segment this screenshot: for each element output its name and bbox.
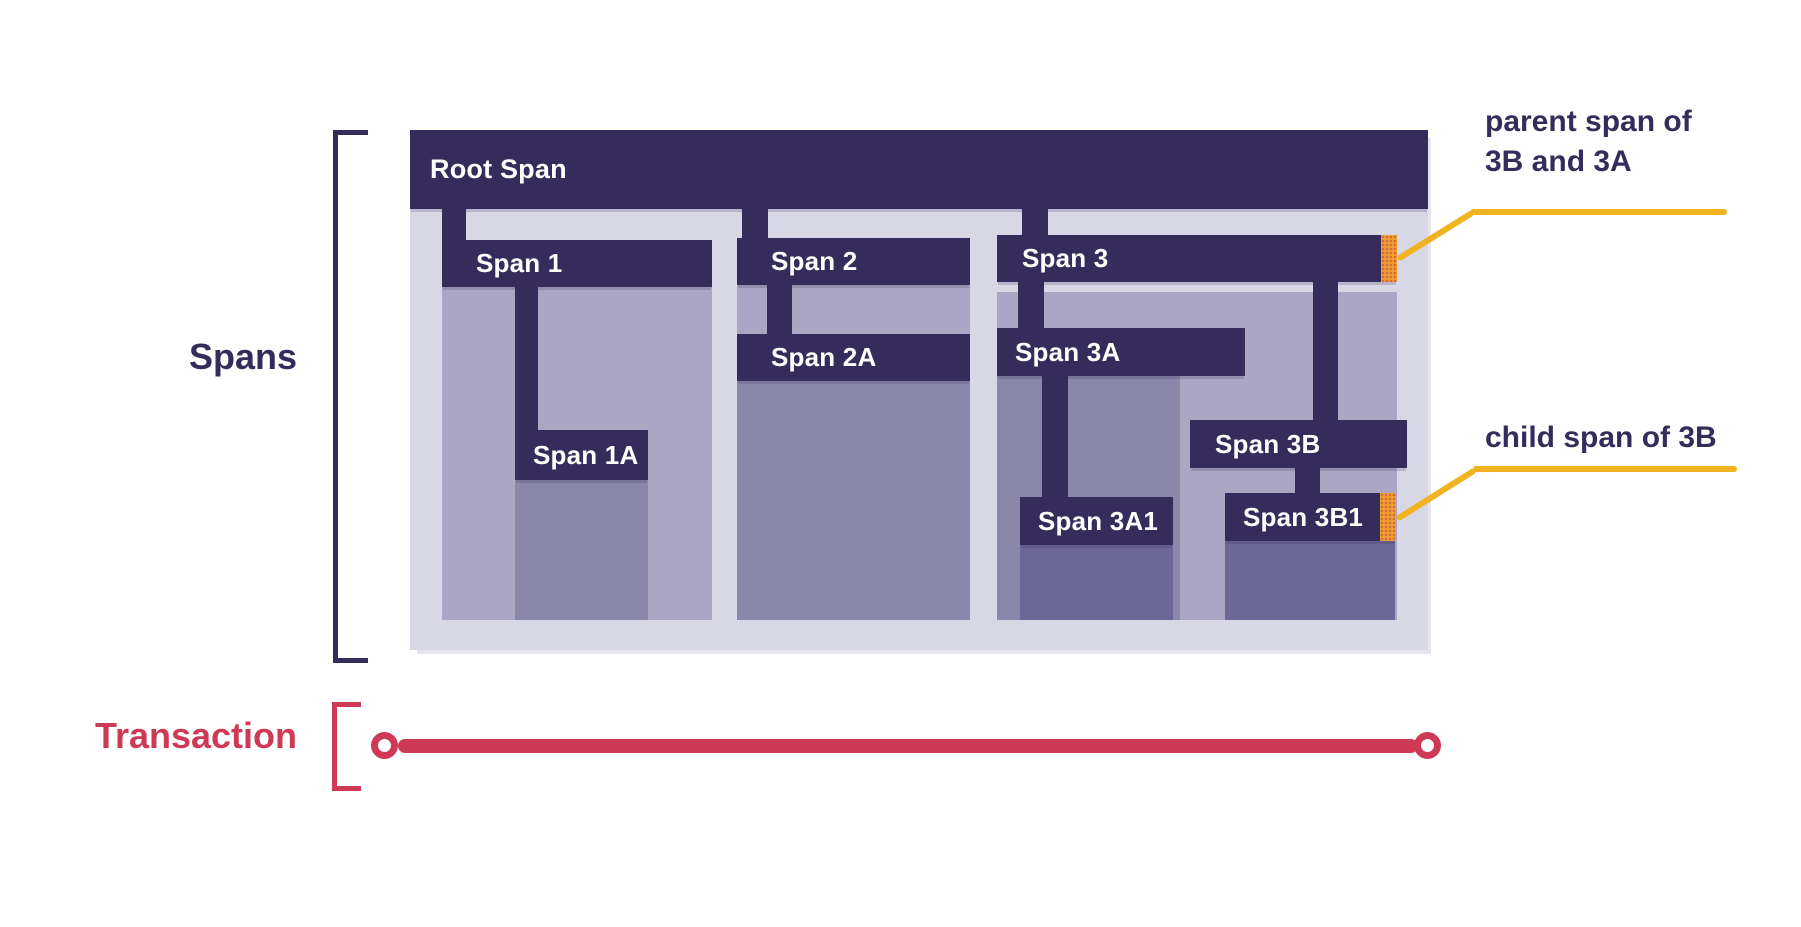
span-3b-label: Span 3B (1215, 428, 1321, 459)
span-1a-body (515, 480, 648, 620)
span-2-label: Span 2 (771, 246, 858, 276)
child-span-marker (1380, 493, 1395, 541)
spans-bracket (333, 130, 368, 663)
transaction-label: Transaction (94, 715, 297, 756)
parent-span-note-line2: 3B and 3A (1485, 145, 1632, 178)
connector-root-to-span-1 (442, 209, 466, 241)
span-3a1-bar: Span 3A1 (1020, 497, 1173, 545)
connector-span-1-to-1a (515, 287, 538, 431)
span-1a-bar: Span 1A (515, 430, 648, 480)
spans-label: Spans (188, 336, 297, 377)
span-3a1-body (1020, 545, 1173, 620)
span-3b-bar: Span 3B (1190, 420, 1407, 468)
span-3b1-label: Span 3B1 (1243, 501, 1364, 532)
transaction-end-dot (1414, 732, 1441, 759)
parent-span-note: parent span of 3B and 3A (1485, 102, 1692, 182)
span-3-bar: Span 3 (997, 235, 1397, 282)
span-1-bar: Span 1 (442, 240, 712, 287)
connector-root-to-span-2 (742, 209, 768, 239)
span-2a-body (737, 381, 970, 620)
span-3a1-label: Span 3A1 (1038, 505, 1159, 536)
connector-span-3b-to-3b1 (1295, 468, 1320, 493)
connector-span-3a-to-3a1 (1042, 376, 1068, 497)
transaction-bracket (332, 702, 361, 791)
span-2a-label: Span 2A (771, 342, 877, 372)
child-callout-line (1473, 466, 1737, 472)
connector-span-3-to-3a (1018, 282, 1044, 328)
span-3-label: Span 3 (1022, 243, 1109, 273)
parent-callout-line (1470, 209, 1727, 215)
trace-container: Root Span Span 1 Span 1A Span 2 Span 2A (410, 130, 1428, 650)
root-span-label: Root Span (430, 154, 567, 184)
child-span-note: child span of 3B (1485, 421, 1717, 454)
span-1a-label: Span 1A (533, 439, 639, 470)
parent-span-marker (1381, 235, 1397, 282)
transaction-line (398, 739, 1418, 753)
parent-span-note-line1: parent span of (1485, 105, 1692, 138)
span-3b1-body (1225, 541, 1395, 620)
span-2-bar: Span 2 (737, 238, 970, 285)
connector-root-to-span-3 (1022, 209, 1048, 236)
span-3b1-bar: Span 3B1 (1225, 493, 1395, 541)
span-1-label: Span 1 (476, 248, 563, 278)
connector-span-2-to-2a (767, 285, 792, 334)
span-2a-bar: Span 2A (737, 334, 970, 381)
span-3a-label: Span 3A (1015, 336, 1121, 367)
root-span-bar: Root Span (410, 130, 1428, 209)
transaction-start-dot (371, 732, 398, 759)
connector-span-3-to-3b (1313, 282, 1338, 420)
span-3a-bar: Span 3A (997, 328, 1245, 376)
